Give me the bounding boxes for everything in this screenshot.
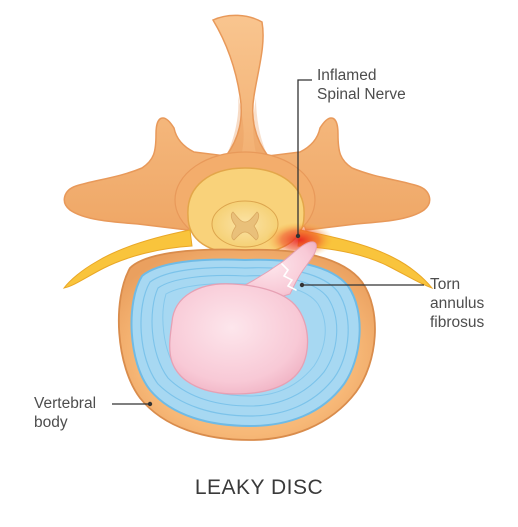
arch-shading (226, 96, 244, 160)
spinal-nerves (62, 222, 434, 290)
vertebral-body-label: Vertebral body (34, 394, 96, 432)
label-line: Spinal Nerve (317, 86, 406, 103)
nucleus-pulposus (169, 241, 317, 395)
torn-annulus-fibrosus-label: Torn annulus fibrosus (430, 275, 484, 332)
arch-shading-right (253, 98, 268, 160)
label-line: annulus (430, 295, 485, 312)
label-line: Vertebral (34, 395, 97, 412)
diagram-caption: LEAKY DISC (194, 476, 324, 499)
annulus-tear (281, 263, 297, 291)
label-line: body (34, 414, 68, 431)
leader-lines (112, 79, 424, 407)
inflammation-glow (266, 222, 334, 258)
nucleus-body (169, 283, 309, 395)
label-line: Inflamed (317, 67, 377, 84)
label-line: Torn (430, 276, 461, 293)
herniation (230, 241, 317, 301)
nerve-leader-line (297, 79, 312, 236)
spinal-canal (187, 167, 305, 255)
label-line: fibrosus (430, 314, 485, 331)
grey-matter (230, 211, 260, 241)
left-nerve (62, 229, 193, 289)
inflamed-spinal-nerve-label: Inflamed Spinal Nerve (317, 66, 406, 104)
